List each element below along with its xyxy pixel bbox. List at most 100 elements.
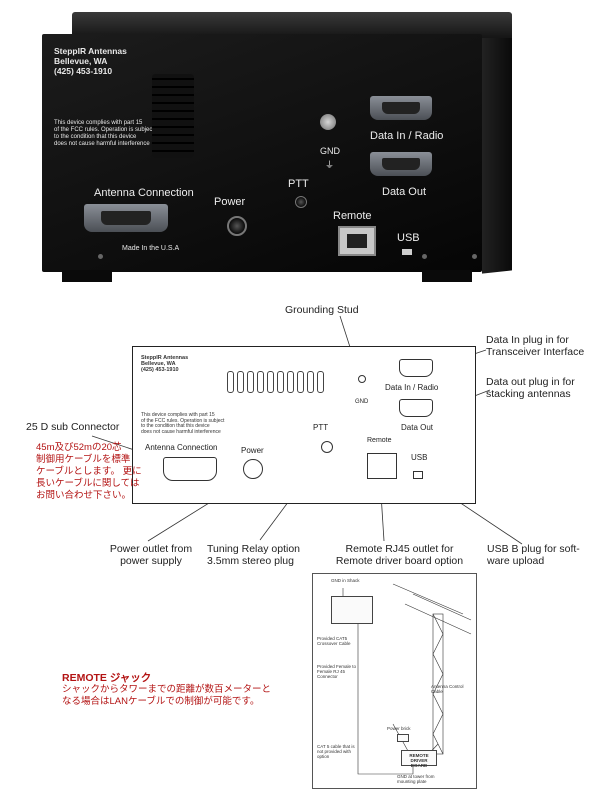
callout-line: Remote driver board option bbox=[335, 555, 464, 567]
remote-wiring-lines bbox=[342, 583, 472, 775]
callout-line: Data In plug in for bbox=[486, 334, 569, 346]
device-rear-panel: SteppIR Antennas Bellevue, WA (425) 453-… bbox=[42, 34, 482, 272]
callout-line: Remote RJ45 outlet for bbox=[345, 543, 454, 555]
jp-line: なる場合はLANケーブルでの制御が可能です。 bbox=[62, 696, 260, 707]
diagram-power-jack bbox=[243, 459, 263, 479]
callout-grounding-stud: Grounding Stud bbox=[285, 304, 359, 316]
callout-line: stacking antennas bbox=[486, 388, 571, 400]
rm-cat5-not-provided-label: CAT 5 cable that is not provided with op… bbox=[317, 744, 355, 759]
diagram-company-text: SteppIR Antennas Bellevue, WA (425) 453-… bbox=[141, 355, 188, 373]
jp-line: ケーブルとします。 更に bbox=[36, 466, 142, 477]
diagram-rj45-outline bbox=[367, 453, 397, 479]
diagram-ptt-jack bbox=[321, 441, 333, 453]
diagram-data-in-label: Data In / Radio bbox=[385, 383, 439, 392]
remote-wiring-diagram: GND in Shack Provided CAT5 Crossover Cab… bbox=[312, 573, 477, 789]
photo-power-label: Power bbox=[214, 196, 246, 208]
tower-lattice bbox=[432, 613, 444, 755]
ground-symbol-icon: ⏚ bbox=[325, 160, 335, 170]
diagram-antenna-connection-label: Antenna Connection bbox=[145, 443, 218, 452]
db9-data-in-connector bbox=[370, 96, 432, 120]
callout-line: 3.5mm stereo plug bbox=[207, 555, 294, 567]
vent-slots bbox=[152, 74, 194, 158]
ptt-jack bbox=[295, 196, 307, 208]
diagram-usb-label: USB bbox=[411, 453, 428, 462]
diagram-fcc-line: This device complies with part 15 bbox=[141, 412, 215, 418]
diagram-ptt-label: PTT bbox=[313, 423, 329, 432]
vent-slot bbox=[247, 371, 254, 393]
photo-ptt-label: PTT bbox=[288, 178, 309, 190]
callout-line: ware upload bbox=[487, 555, 545, 567]
callout-line: USB B plug for soft- bbox=[487, 543, 580, 555]
rm-female-rj45-label: Provided Female to Female RJ 45 Connecto… bbox=[317, 664, 357, 679]
diagram-power-label: Power bbox=[241, 446, 264, 455]
device-foot bbox=[62, 270, 112, 282]
diagram-fcc-line: of the FCC rules. Operation is subject bbox=[141, 417, 225, 424]
vent-slot bbox=[297, 371, 304, 393]
photo-company-text: SteppIR Antennas Bellevue, WA (425) 453-… bbox=[54, 46, 127, 76]
callout-line: power supply bbox=[120, 555, 182, 567]
jp-line: 長いケーブルに関しては bbox=[36, 478, 140, 489]
diagram-db9-data-in bbox=[399, 359, 433, 377]
japanese-remote-note: REMOTE ジャック シャックからタワーまでの距離が数百メーターと なる場合は… bbox=[62, 672, 271, 708]
diagram-usb-outline bbox=[413, 471, 423, 479]
rm-cat5-crossover-label: Provided CAT5 Crossover Cable bbox=[317, 636, 351, 646]
photo-fcc-line: does not cause harmful interference bbox=[54, 141, 150, 147]
rm-power-brick-label: Power brick bbox=[387, 726, 411, 731]
photo-antenna-connection-label: Antenna Connection bbox=[94, 187, 194, 199]
screw bbox=[472, 254, 477, 259]
photo-data-out-label: Data Out bbox=[382, 186, 427, 198]
photo-gnd-label: GND bbox=[320, 146, 340, 156]
rm-gnd-tower-label: GND at tower from mounting plate bbox=[397, 774, 435, 784]
jp-line: シャックからタワーまでの距離が数百メーターと bbox=[62, 684, 272, 695]
callout-line: Power outlet from bbox=[109, 543, 193, 555]
photo-fcc-text: This device complies with part 15 of the… bbox=[54, 120, 154, 148]
diagram-grounding-stud bbox=[358, 375, 366, 383]
rear-panel-diagram: SteppIR Antennas Bellevue, WA (425) 453-… bbox=[132, 346, 476, 504]
vent-slot bbox=[307, 371, 314, 393]
jp-line: 45m及び52mの20芯 bbox=[36, 442, 122, 453]
photo-usb-label: USB bbox=[397, 232, 420, 244]
callout-usb-b: USB B plug for soft- ware upload bbox=[487, 543, 580, 567]
dsub-25-connector bbox=[84, 204, 168, 232]
callout-line: Transceiver Interface bbox=[486, 346, 585, 358]
callout-remote-rj45: Remote RJ45 outlet for Remote driver boa… bbox=[332, 543, 467, 567]
tower bbox=[432, 613, 444, 755]
photo-company-name: SteppIR Antennas bbox=[54, 46, 127, 56]
photo-fcc-line: to the condition that this device bbox=[54, 134, 137, 140]
japanese-cable-note: 45m及び52mの20芯 制御用ケーブルを標準 ケーブルとします。 更に 長いケ… bbox=[36, 442, 142, 502]
remote-controller-box bbox=[331, 596, 373, 624]
callout-line: Tuning Relay option bbox=[207, 543, 301, 555]
rj45-jack bbox=[338, 226, 376, 256]
usb-b-port bbox=[402, 249, 412, 255]
vent-slot bbox=[227, 371, 234, 393]
photo-company-city: Bellevue, WA bbox=[54, 56, 108, 66]
diagram-data-out-label: Data Out bbox=[401, 423, 434, 432]
db9-data-out-connector bbox=[370, 152, 432, 176]
vent-slot bbox=[267, 371, 274, 393]
diagram-company-name: SteppIR Antennas bbox=[141, 355, 189, 361]
photo-data-in-label: Data In / Radio bbox=[370, 130, 444, 142]
diagram-company-phone: (425) 453-1910 bbox=[141, 367, 179, 373]
power-brick-box bbox=[397, 734, 409, 742]
diagram-company-city: Bellevue, WA bbox=[141, 361, 176, 367]
callout-data-in: Data In plug in for Transceiver Interfac… bbox=[486, 334, 584, 358]
photo-made-in-label: Made In the U.S.A bbox=[122, 245, 180, 252]
diagram-gnd-label: GND bbox=[355, 399, 369, 405]
callout-power-outlet: Power outlet from power supply bbox=[86, 543, 216, 567]
vent-slot bbox=[317, 371, 324, 393]
antenna-boom bbox=[412, 593, 472, 621]
photo-company-phone: (425) 453-1910 bbox=[54, 66, 113, 76]
diagram-db9-data-out bbox=[399, 399, 433, 417]
vent-slot bbox=[257, 371, 264, 393]
callout-dsub: 25 D sub Connector bbox=[26, 421, 120, 433]
device-foot bbox=[422, 270, 472, 282]
antenna-element bbox=[392, 583, 464, 615]
photo-fcc-line: This device complies with part 15 bbox=[54, 120, 143, 126]
diagram-fcc-line: does not cause harmful interference bbox=[141, 428, 221, 435]
rm-gnd-shack-label: GND in Shack bbox=[331, 578, 360, 583]
cat5-run bbox=[357, 622, 414, 775]
grounding-stud bbox=[320, 114, 336, 130]
antenna-element bbox=[404, 603, 472, 635]
photo-fcc-line: of the FCC rules. Operation is subject bbox=[54, 127, 155, 133]
jp-remote-title: REMOTE ジャック bbox=[62, 672, 152, 684]
